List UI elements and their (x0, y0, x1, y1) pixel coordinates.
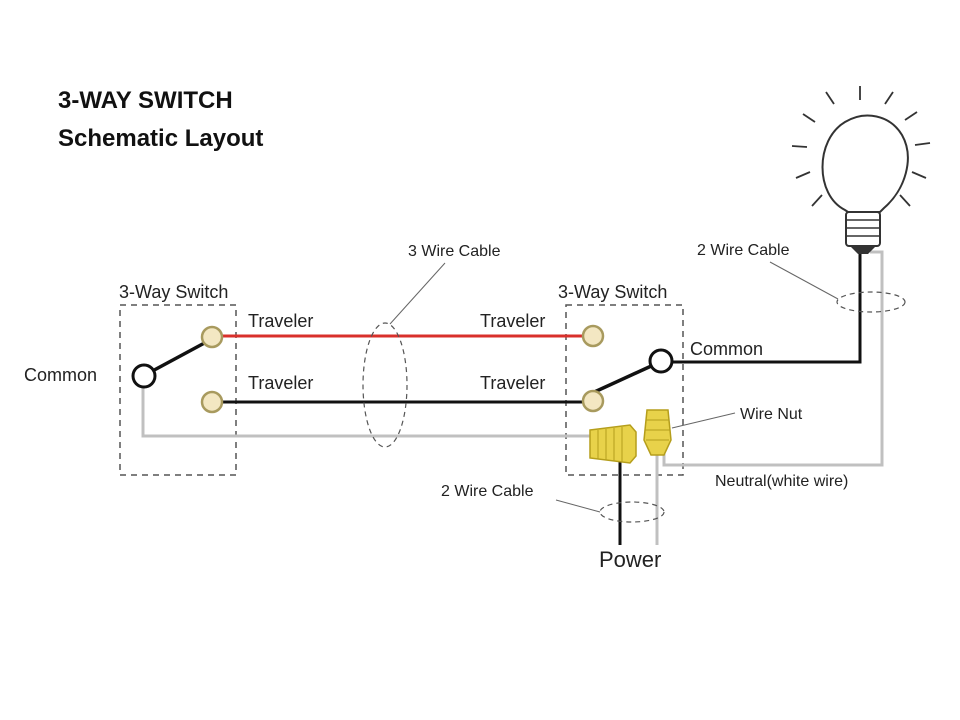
right-switch-box (565, 304, 684, 476)
left-common-terminal (131, 363, 157, 389)
left-traveler-terminal-top (200, 325, 224, 349)
right-common-terminal (648, 348, 674, 374)
three-wire-cable-label: 3 Wire Cable (408, 243, 501, 260)
neutral-label: Neutral(white wire) (715, 473, 848, 490)
right-switch-lever (589, 360, 661, 396)
right-traveler-terminal-bottom (581, 389, 605, 413)
left-switch-box (119, 304, 237, 476)
diagram-title: 3-WAY SWITCH Schematic Layout (58, 82, 263, 158)
wire-nut-label: Wire Nut (740, 406, 803, 423)
traveler-bottom-right-label: Traveler (480, 373, 545, 393)
title-line-1: 3-WAY SWITCH (58, 87, 233, 114)
left-switch-lever (144, 338, 211, 377)
right-switch-label: 3-Way Switch (558, 282, 667, 302)
wire-nut-horizontal (589, 424, 637, 464)
left-switch-label: 3-Way Switch (119, 282, 228, 302)
traveler-top-right-label: Traveler (480, 311, 545, 331)
three-wire-cable-marker (362, 322, 408, 448)
common-right-label: Common (690, 339, 763, 359)
common-left-label: Common (24, 365, 97, 385)
left-traveler-terminal-bottom (200, 390, 224, 414)
right-traveler-terminal-top (581, 324, 605, 348)
wire-nut-vertical (643, 409, 672, 456)
leader-lines (389, 261, 839, 513)
traveler-bottom-left-label: Traveler (248, 373, 313, 393)
power-label: Power (599, 547, 661, 572)
two-wire-cable-marker-top (836, 291, 906, 313)
common-wire-to-lamp (668, 252, 862, 364)
neutral-wire-left-run (141, 385, 600, 438)
title-line-2: Schematic Layout (58, 125, 264, 152)
two-wire-cable-marker-bottom (599, 501, 665, 523)
two-wire-cable-top-label: 2 Wire Cable (697, 242, 790, 259)
light-bulb-icon (791, 86, 931, 254)
two-wire-cable-bottom-label: 2 Wire Cable (441, 483, 534, 500)
neutral-wires (141, 250, 884, 545)
traveler-top-left-label: Traveler (248, 311, 313, 331)
